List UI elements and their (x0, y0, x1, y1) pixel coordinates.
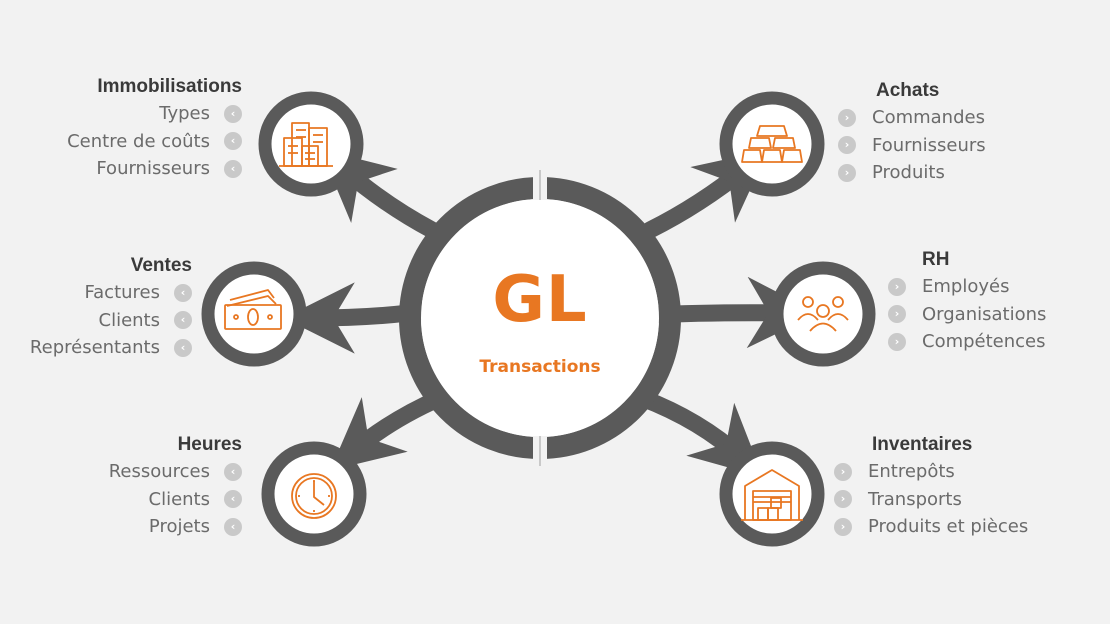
banknotes-icon (224, 289, 282, 330)
list-item[interactable]: ›Fournisseurs (838, 132, 986, 160)
connector-inventaires (633, 389, 764, 478)
group-achats: Achats ›Commandes ›Fournisseurs ›Produit… (838, 78, 986, 187)
chevron-left-icon: ‹ (224, 517, 242, 536)
list-item[interactable]: ›Commandes (838, 104, 986, 132)
list-item[interactable]: Projets‹ (109, 513, 242, 541)
hub-core (421, 199, 659, 437)
group-title: Achats (876, 80, 940, 101)
gold-bars-icon (741, 125, 803, 163)
list-item[interactable]: ›Entrepôts (834, 458, 1028, 486)
buildings-icon (279, 122, 333, 167)
list-item[interactable]: Centre de coûts‹ (67, 128, 242, 156)
chevron-left-icon: ‹ (224, 159, 242, 178)
group-title: Ventes (130, 255, 192, 276)
list-item[interactable]: ›Transports (834, 486, 1028, 514)
chevron-left-icon: ‹ (224, 490, 242, 509)
group-title: Heures (177, 434, 242, 455)
node-ventes (201, 261, 307, 367)
group-ventes: Ventes Factures‹ Clients‹ Représentants‹ (30, 253, 192, 362)
center-title: GL (492, 263, 588, 337)
list-item[interactable]: ›Employés (888, 273, 1046, 301)
group-inventaires: Inventaires ›Entrepôts ›Transports ›Prod… (834, 432, 1028, 541)
group-title: Immobilisations (97, 76, 242, 97)
chevron-right-icon: › (838, 108, 856, 127)
chevron-right-icon: › (834, 517, 852, 536)
chevron-left-icon: ‹ (224, 104, 242, 123)
chevron-left-icon: ‹ (224, 462, 242, 481)
node-rh (770, 261, 876, 367)
list-item[interactable]: Types‹ (67, 100, 242, 128)
chevron-right-icon: › (888, 305, 906, 324)
list-item[interactable]: Représentants‹ (30, 334, 192, 362)
center-subtitle: Transactions (479, 357, 601, 377)
list-item[interactable]: ›Compétences (888, 328, 1046, 356)
chevron-left-icon: ‹ (224, 132, 242, 151)
group-rh: RH ›Employés ›Organisations ›Compétences (888, 247, 1046, 356)
chevron-right-icon: › (888, 277, 906, 296)
chevron-right-icon: › (834, 490, 852, 509)
node-achats (719, 91, 825, 197)
chevron-right-icon: › (838, 163, 856, 182)
chevron-left-icon: ‹ (174, 311, 192, 330)
node-immobilisations (258, 91, 364, 197)
list-item[interactable]: Factures‹ (30, 279, 192, 307)
group-heures: Heures Ressources‹ Clients‹ Projets‹ (109, 432, 242, 541)
node-inventaires (719, 441, 825, 547)
list-item[interactable]: ›Produits et pièces (834, 513, 1028, 541)
list-item[interactable]: Clients‹ (109, 486, 242, 514)
group-title: RH (922, 249, 950, 270)
list-item[interactable]: ›Organisations (888, 301, 1046, 329)
list-item[interactable]: Fournisseurs‹ (67, 155, 242, 183)
chevron-left-icon: ‹ (174, 338, 192, 357)
clock-icon (291, 473, 337, 519)
connector-heures (330, 389, 449, 471)
connector-immobilisations (320, 149, 441, 239)
chevron-right-icon: › (888, 332, 906, 351)
warehouse-icon (741, 469, 803, 521)
group-immobilisations: Immobilisations Types‹ Centre de coûts‹ … (67, 74, 242, 183)
chevron-right-icon: › (834, 462, 852, 481)
chevron-right-icon: › (838, 136, 856, 155)
people-icon (797, 296, 849, 332)
list-item[interactable]: Clients‹ (30, 307, 192, 335)
list-item[interactable]: Ressources‹ (109, 458, 242, 486)
group-title: Inventaires (872, 434, 973, 455)
list-item[interactable]: ›Produits (838, 159, 986, 187)
chevron-left-icon: ‹ (174, 283, 192, 302)
